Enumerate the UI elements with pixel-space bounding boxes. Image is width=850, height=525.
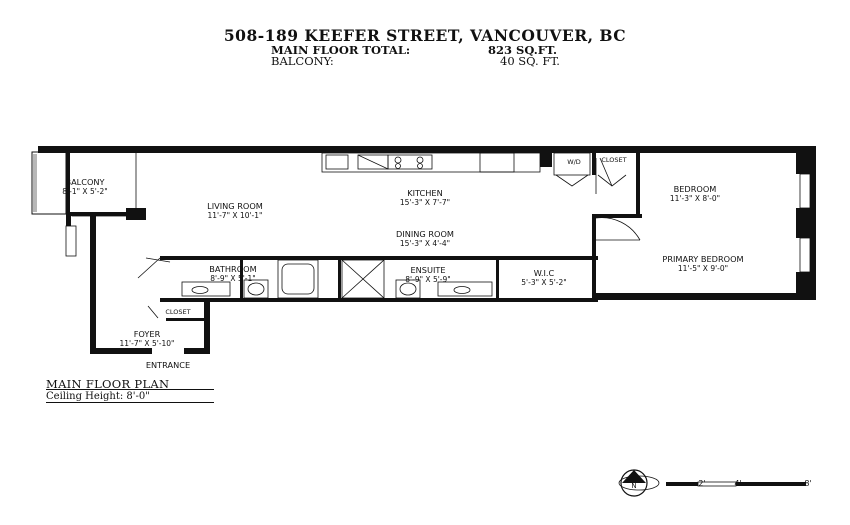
bath-fixtures [181,259,493,299]
main-floor-total-label: MAIN FLOOR TOTAL: [271,43,411,57]
doors [135,152,641,319]
room-bathroom: BATHROOM 8'-9" X 5'-1" [209,264,256,284]
room-dims: 5'-3" X 5'-2" [521,278,567,287]
north-arrow-icon [618,469,660,497]
room-dims: 11'-7" X 5'-10" [119,339,175,348]
room-name: W.I.C [533,268,555,278]
kitchen-counter [321,152,541,173]
room-foyer: FOYER 11'-7" X 5'-10" [120,329,175,349]
walls [38,146,816,354]
room-bedroom: BEDROOM 11'-3" X 8'-0" [670,184,720,204]
entrance-label: ENTRANCE [145,360,191,370]
room-dining: DINING ROOM 15'-3" X 4'-4" [396,229,454,249]
room-balcony: BALCONY 8'-1" X 5'-2" [62,177,107,197]
room-wic: W.I.C 5'-3" X 5'-2" [521,268,566,288]
room-dims: 11'-3" X 8'-0" [669,194,721,203]
room-dims: 15'-3" X 4'-4" [399,239,451,248]
room-dims: 11'-5" X 9'-0" [677,264,729,273]
room-name: BALCONY [65,177,105,187]
caption-title: MAIN FLOOR PLAN [46,377,170,391]
ceiling-height: Ceiling Height: 8'-0" [46,391,150,402]
plan-title: 508-189 KEEFER STREET, VANCOUVER, BC [223,26,627,45]
scale-tick-4: 4' [734,479,742,488]
room-dims: 8'-9" X 5'-1" [210,274,256,283]
room-name: DINING ROOM [396,229,454,239]
scale-tick-2: 2' [698,479,706,488]
wd-label: W/D [567,158,581,166]
room-dims: 15'-3" X 7'-7" [399,198,451,207]
room-primary-bedroom: PRIMARY BEDROOM 11'-5" X 9'-0" [662,254,743,274]
room-name: BATHROOM [209,264,257,274]
main-floor-total-value: 823 SQ.FT. [488,43,558,57]
balcony-total-value: 40 SQ. FT. [500,54,560,68]
room-name: PRIMARY BEDROOM [662,254,744,264]
windows [65,173,811,273]
room-name: BEDROOM [673,184,717,194]
room-living: LIVING ROOM 11'-7" X 10'-1" [207,201,263,221]
room-dims: 11'-7" X 10'-1" [207,211,263,220]
room-dims: 8'-9" X 5'-9" [405,275,451,284]
room-name: KITCHEN [407,188,443,198]
room-dims: 8'-1" X 5'-2" [62,187,108,196]
scale-bar [666,481,806,487]
room-name: LIVING ROOM [207,201,263,211]
room-name: FOYER [133,329,161,339]
room-ensuite: ENSUITE 8'-9" X 5'-9" [405,265,450,285]
caption-underline-2 [46,402,214,403]
balcony-outline [31,151,67,215]
room-kitchen: KITCHEN 15'-3" X 7'-7" [400,188,450,208]
scale-tick-8: 8' [804,479,812,488]
north-label: N [631,482,637,490]
closet-label-foyer: CLOSET [165,308,191,316]
room-name: ENSUITE [410,265,446,275]
caption-underline [46,389,214,390]
closet-label-top: CLOSET [601,156,627,164]
plan-caption: MAIN FLOOR PLAN Ceiling Height: 8'-0" [46,377,169,402]
balcony-total-label: BALCONY: [271,54,334,68]
